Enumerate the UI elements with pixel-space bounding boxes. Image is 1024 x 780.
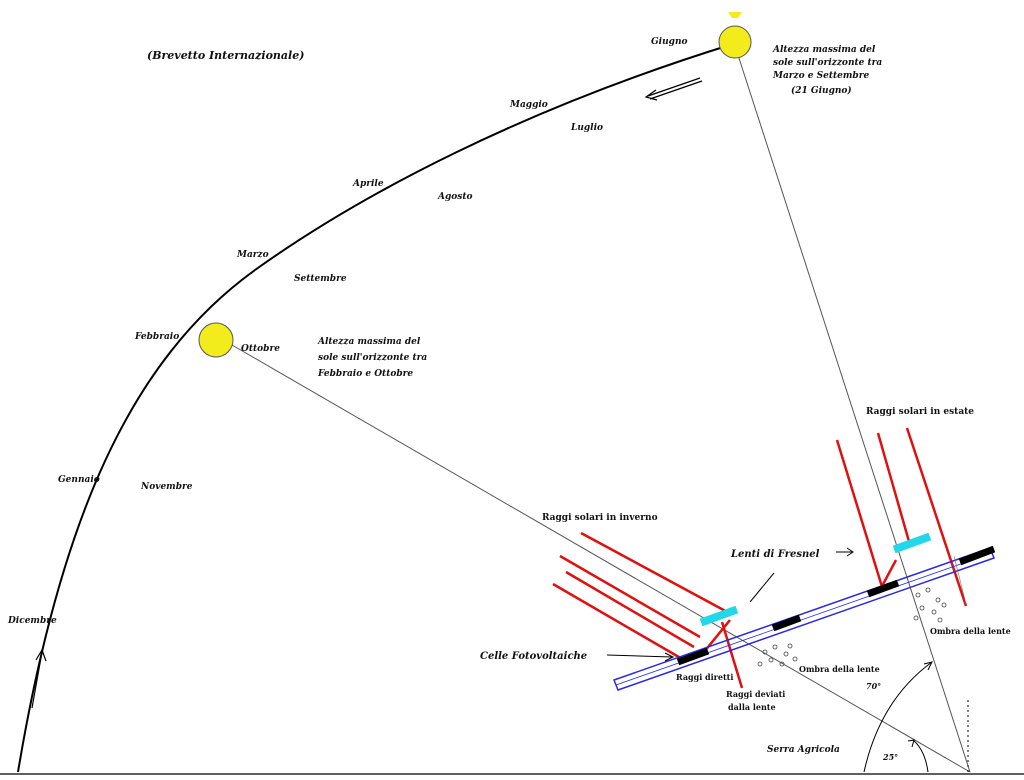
arc-direction-arrow-top [644,77,703,101]
greenhouse-label: Serra Agricola [767,745,840,755]
summer-sight-line [736,51,971,773]
cell-right [866,579,900,598]
sun-summer [718,25,752,59]
photovoltaic-panel [613,545,996,691]
angle-arrow-70 [923,661,933,671]
angle-arc-70 [863,661,933,773]
month-aprile: Aprile [352,179,384,189]
fresnel-lens-left [699,605,739,627]
cells-label: Celle Fotovoltaiche [480,651,587,662]
annotation-max-summer: Altezza massima del sole sull'orizzonte … [772,45,882,96]
month-settembre: Settembre [294,274,347,284]
shadow-guide-right [953,555,967,605]
fresnel-label: Lenti di Fresnel [730,549,820,560]
deviated-rays-line-2: dalla lente [728,702,776,712]
sun-summer-top-fragment [728,12,742,18]
rays-summer-label: Raggi solari in estate [866,407,974,417]
shadow-right-label: Ombra della lente [930,626,1011,636]
max-summer-line-1: Altezza massima del [772,45,876,55]
fresnel-pointer-left [749,572,775,603]
winter-sight-line [231,344,971,773]
header-note: (Brevetto Internazionale) [147,49,304,62]
max-winter-line-3: Febbraio e Ottobre [317,369,413,379]
cell-center [771,614,802,632]
arc-direction-arrow-bottom [31,648,47,709]
deviated-rays-line-1: Raggi deviati [726,689,785,699]
max-winter-line-2: sole sull'orizzonte tra [318,353,427,363]
cells-pointer-head [664,652,675,662]
winter-rays [552,531,744,689]
cell-left [676,647,710,666]
max-summer-line-3: Marzo e Settembre [772,71,869,81]
fresnel-pointer-head [846,547,854,557]
angle-arrow-25 [907,739,915,748]
sun-path-arc [17,43,734,773]
month-febbraio: Febbraio [134,332,179,342]
angle-arc-25 [912,739,929,773]
month-maggio: Maggio [509,100,548,110]
shadow-dots-left [757,643,798,667]
month-luglio: Luglio [570,123,603,133]
month-agosto: Agosto [437,192,473,202]
angle-70-label: 70° [866,681,881,691]
month-gennaio: Gennaio [58,475,100,485]
angle-25-label: 25° [882,752,898,762]
rays-winter-label: Raggi solari in inverno [542,513,658,523]
cells-pointer [606,654,673,658]
month-dicembre: Dicembre [7,616,57,626]
max-summer-line-4: (21 Giugno) [791,85,852,96]
shadow-left-label: Ombra della lente [799,664,880,674]
direct-rays-label: Raggi diretti [676,672,733,682]
month-giugno: Giugno [651,37,688,47]
annotation-max-winter: Altezza massima del sole sull'orizzonte … [317,337,427,379]
cell-far-right [958,545,996,566]
fresnel-lens-right [892,532,932,554]
summer-rays [835,427,968,607]
sun-winter [198,322,234,358]
month-ottobre: Ottobre [241,344,280,354]
max-summer-line-2: sole sull'orizzonte tra [773,58,882,68]
month-marzo: Marzo [236,250,269,260]
shadow-dots-right [913,587,947,623]
month-novembre: Novembre [140,482,193,492]
max-winter-line-1: Altezza massima del [317,337,421,347]
